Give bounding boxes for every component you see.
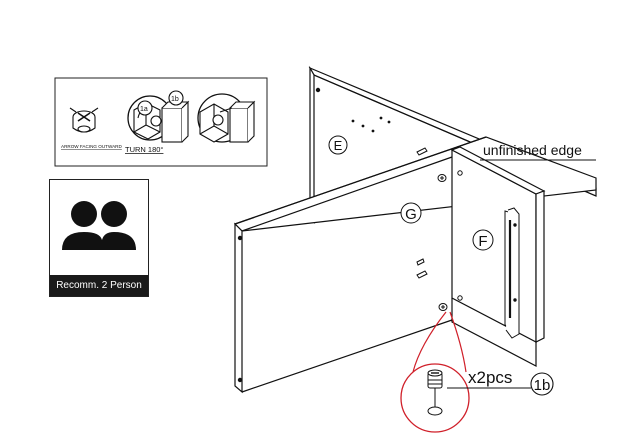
- part-label-f: F: [472, 229, 494, 251]
- part-label-g: G: [400, 202, 422, 224]
- people-icon: [62, 201, 136, 250]
- step2-callout-b: 1b: [171, 96, 179, 103]
- step1-caption: ARROW FACING OUTWARD: [61, 144, 123, 149]
- quantity-label: x2pcs: [468, 368, 512, 387]
- cam-screw-icon: [427, 369, 443, 416]
- svg-text:F: F: [478, 233, 487, 250]
- cam-screws: [437, 170, 463, 311]
- step2-caption: TURN 180°: [125, 145, 163, 154]
- quantity-callout: x2pcs 1b: [447, 368, 554, 396]
- edge-note-callout: unfinished edge: [480, 142, 596, 161]
- part-ref-label: 1b: [534, 377, 551, 394]
- dowels: [416, 147, 428, 279]
- turn-cam-icon: [127, 90, 190, 143]
- locked-cam-icon: [197, 93, 256, 143]
- instruction-panel: ARROW FACING OUTWARD 1a 1b TURN 180°: [54, 77, 268, 167]
- svg-text:E: E: [334, 138, 343, 153]
- part-label-e: E: [328, 135, 348, 155]
- panel-e-holes: [351, 116, 391, 133]
- two-person-label: Recomm. 2 Person: [50, 275, 148, 296]
- svg-text:G: G: [405, 206, 417, 223]
- edge-note-label: unfinished edge: [483, 142, 582, 158]
- drawer-runner: [504, 207, 520, 339]
- detail-magnifier: [400, 311, 470, 433]
- two-person-badge: Recomm. 2 Person: [49, 179, 149, 297]
- step2-callout-a: 1a: [140, 106, 148, 113]
- cam-lock-icon: [69, 107, 99, 133]
